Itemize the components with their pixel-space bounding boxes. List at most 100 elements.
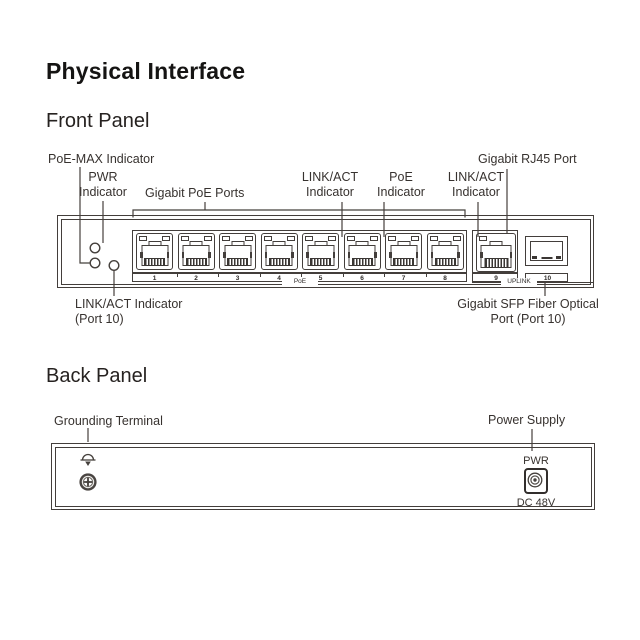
port-body xyxy=(265,245,293,266)
strip-tick xyxy=(384,274,385,277)
poe-port-number: 6 xyxy=(360,274,364,282)
port-nub-left xyxy=(306,252,309,258)
strip-tick xyxy=(218,274,219,277)
poe-port-number: 8 xyxy=(443,274,447,282)
sfp-inner xyxy=(530,241,563,261)
port-body xyxy=(307,245,334,266)
port-nub-right xyxy=(332,252,335,258)
uplink-rj45-block xyxy=(472,230,518,273)
poe-port-number: 5 xyxy=(318,274,323,282)
port-latch-tab xyxy=(438,241,452,246)
port-led-left xyxy=(305,236,313,241)
link-act-indicator-label-2: LINK/ACT Indicator xyxy=(447,170,505,199)
port-nub-left xyxy=(140,252,143,258)
port-latch-tab xyxy=(189,241,203,246)
port-nub-right xyxy=(166,252,169,258)
rj45-port xyxy=(177,233,215,270)
strip-tick xyxy=(425,274,427,277)
strip-tick xyxy=(301,274,302,277)
gigabit-rj45-port-label: Gigabit RJ45 Port xyxy=(478,152,577,166)
port-pins xyxy=(227,258,248,266)
sfp-port xyxy=(525,236,568,266)
port-nub-left xyxy=(430,252,433,258)
port-body xyxy=(224,245,251,266)
page-title: Physical Interface xyxy=(46,58,246,84)
port-nub-right xyxy=(509,252,512,258)
power-supply-label: Power Supply xyxy=(488,413,566,427)
rj45-port xyxy=(260,233,298,270)
rj45-port xyxy=(136,233,173,270)
sfp-port-label: Gigabit SFP Fiber Optical Port (Port 10) xyxy=(457,297,599,326)
port-led-right xyxy=(162,236,170,241)
port-latch-tab xyxy=(148,241,161,246)
port-nub-right xyxy=(208,252,211,258)
port-pins xyxy=(310,258,331,266)
poe-max-indicator-label: PoE-MAX Indicator xyxy=(48,152,155,166)
grounding-terminal-label: Grounding Terminal xyxy=(54,414,163,428)
poe-port-number: 2 xyxy=(194,274,198,282)
poe-ports-row xyxy=(132,230,467,273)
port-nub-left xyxy=(264,252,267,258)
port-latch-tab xyxy=(397,241,410,246)
port-pins xyxy=(268,258,290,266)
strip-tick xyxy=(342,274,344,277)
port-led-right xyxy=(245,236,253,241)
port-nub-left xyxy=(480,252,483,258)
poe-port-number: 1 xyxy=(152,274,157,282)
pwr-indicator-label: PWR Indicator xyxy=(79,170,127,199)
link-act-port10-label: LINK/ACT Indicator (Port 10) xyxy=(75,297,183,326)
poe-port-number: 4 xyxy=(277,274,281,282)
port-led-right xyxy=(411,236,419,241)
port-body xyxy=(348,245,376,266)
port-nub-left xyxy=(223,252,226,258)
sfp-bit xyxy=(541,256,552,259)
port-led-left xyxy=(263,236,272,241)
rj45-port xyxy=(302,233,339,270)
port-nub-right xyxy=(415,252,418,258)
port-led-right xyxy=(328,236,336,241)
uplink-port-number: 9 xyxy=(494,274,498,282)
port-nub-right xyxy=(374,252,377,258)
port-pins xyxy=(434,258,456,266)
back-panel-device: PWR DC 48V xyxy=(51,443,595,510)
port-body xyxy=(480,245,512,268)
gigabit-poe-ports-label: Gigabit PoE Ports xyxy=(145,186,245,200)
port-led-left xyxy=(346,236,355,241)
port-body xyxy=(141,245,168,266)
port-led-right xyxy=(369,236,378,241)
port-led-left xyxy=(180,236,189,241)
port-nub-left xyxy=(181,252,184,258)
port-led-left xyxy=(429,236,438,241)
port-pins xyxy=(351,258,373,266)
port-nub-left xyxy=(389,252,392,258)
uplink-group-label: UPLINK xyxy=(501,278,537,285)
port-latch-tab xyxy=(355,241,369,246)
port-led-left xyxy=(222,236,230,241)
dc-48v-label: DC 48V xyxy=(516,497,556,509)
port-led-left xyxy=(388,236,396,241)
port-nub-right xyxy=(457,252,460,258)
poe-indicator-label: PoE Indicator xyxy=(377,170,425,199)
port-led-left xyxy=(139,236,147,241)
port-latch-tab xyxy=(314,241,327,246)
poe-group-label: PoE xyxy=(282,278,318,285)
rj45-port xyxy=(426,233,464,270)
port-body xyxy=(431,245,459,266)
rj45-port xyxy=(385,233,422,270)
rj45-port xyxy=(476,233,516,272)
back-panel-heading: Back Panel xyxy=(46,365,148,387)
port-nub-right xyxy=(291,252,294,258)
port-latch-tab xyxy=(231,241,244,246)
link-act-indicator-label-1: LINK/ACT Indicator xyxy=(301,170,359,199)
port-led-left xyxy=(479,236,487,241)
port-body xyxy=(182,245,210,266)
poe-port-number: 3 xyxy=(235,274,240,282)
port-body xyxy=(390,245,417,266)
port-led-right xyxy=(286,236,295,241)
rj45-port xyxy=(219,233,256,270)
rj45-port xyxy=(343,233,381,270)
port-latch-tab xyxy=(272,241,286,246)
port-latch-tab xyxy=(489,241,503,246)
